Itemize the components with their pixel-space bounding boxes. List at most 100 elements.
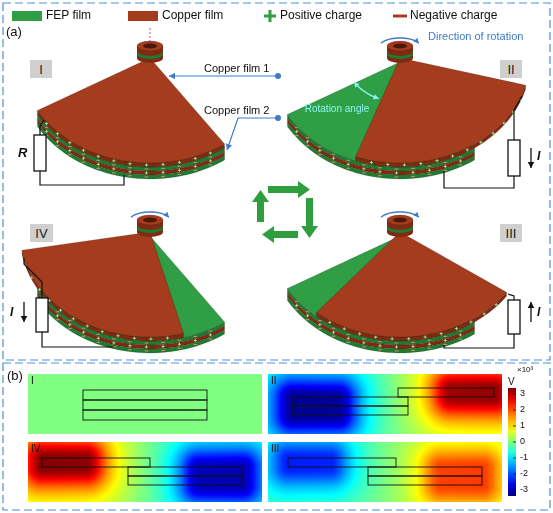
- negative-charge-mark: [378, 167, 382, 168]
- negative-charge-mark: [411, 350, 415, 351]
- teng-device: [34, 41, 225, 185]
- positive-charge-mark: [374, 336, 377, 339]
- negative-charge-mark: [306, 145, 310, 146]
- teng-device: [287, 38, 534, 188]
- negative-charge-mark: [362, 346, 366, 347]
- colorbar-tick: [513, 458, 516, 459]
- colorbar-tick: [513, 426, 516, 427]
- legend-label: Copper film: [162, 9, 223, 22]
- film-outline: [368, 476, 482, 485]
- positive-charge-mark: [145, 171, 148, 174]
- leader-lines: [169, 73, 281, 150]
- negative-charge-mark: [443, 336, 447, 337]
- tick-label: 2: [520, 405, 525, 414]
- rotation-arrow: [381, 38, 419, 43]
- positive-charge-mark: [112, 341, 115, 344]
- positive-charge-mark: [378, 344, 381, 347]
- film-outline: [83, 400, 207, 410]
- negative-charge-mark: [68, 320, 72, 321]
- film-top: [22, 232, 184, 337]
- rotation-arrowhead: [413, 38, 418, 44]
- angle-arrowhead: [373, 94, 379, 99]
- film-outline: [292, 406, 408, 415]
- legend-label: Negative charge: [410, 9, 497, 22]
- plot-label: II: [271, 376, 277, 387]
- negative-charge-mark: [128, 175, 132, 176]
- negative-charge-mark: [332, 328, 336, 329]
- positive-charge-mark: [128, 170, 131, 173]
- film-top: [37, 58, 224, 163]
- negative-charge-mark: [178, 174, 182, 175]
- negative-charge-mark: [209, 164, 213, 165]
- negative-charge-mark: [395, 176, 399, 177]
- hub-top: [387, 41, 413, 51]
- negative-charge-mark: [112, 164, 116, 165]
- positive-charge-mark: [166, 336, 169, 339]
- angle-arc: [354, 82, 378, 99]
- negative-charge-mark: [193, 170, 197, 171]
- positive-charge-mark: [194, 339, 197, 342]
- resistor-label: R: [18, 146, 27, 160]
- current-label: I: [537, 150, 540, 163]
- negative-charge-mark: [306, 311, 310, 312]
- panel-letter: (a): [6, 25, 22, 39]
- positive-charge-mark: [149, 337, 152, 340]
- resistor-symbol: [34, 135, 46, 171]
- legend-swatch: [128, 11, 158, 21]
- positive-charge-mark: [82, 331, 85, 334]
- panel-numeral: II: [507, 63, 514, 76]
- positive-charge-mark: [128, 162, 131, 165]
- positive-charge-mark: [178, 169, 181, 172]
- wire: [444, 334, 514, 348]
- film-outline: [128, 476, 242, 485]
- film-outline: [42, 458, 150, 467]
- hub-hole: [393, 217, 407, 222]
- wire: [24, 258, 42, 298]
- negative-charge-mark: [459, 330, 463, 331]
- positive-charge-mark: [370, 161, 373, 164]
- positive-charge-mark: [209, 151, 212, 154]
- positive-charge-mark: [435, 159, 438, 162]
- panel-numeral: IV: [35, 227, 47, 240]
- negative-charge-mark: [411, 176, 415, 177]
- negative-charge-mark: [295, 135, 299, 136]
- negative-charge-mark: [96, 160, 100, 161]
- negative-charge-mark: [112, 172, 116, 173]
- negative-charge-mark: [96, 334, 100, 335]
- wire: [42, 332, 114, 347]
- resistor-symbol: [508, 140, 520, 176]
- positive-charge-mark: [411, 171, 414, 174]
- scale-factor: ×10³: [517, 366, 533, 374]
- positive-charge-mark: [194, 165, 197, 168]
- positive-charge-mark: [178, 343, 181, 346]
- negative-charge-mark: [428, 348, 432, 349]
- positive-charge-mark: [362, 341, 365, 344]
- wire: [444, 171, 514, 188]
- negative-charge-mark: [68, 328, 72, 329]
- negative-charge-mark: [346, 334, 350, 335]
- legend-symbols: [264, 10, 407, 22]
- negative-charge-mark: [145, 168, 149, 169]
- negative-charge-mark: [82, 328, 86, 329]
- negative-charge-mark: [161, 342, 165, 343]
- hub-band: [387, 225, 413, 233]
- current-label: I: [10, 306, 13, 319]
- positive-charge-mark: [112, 159, 115, 162]
- tick-label: 0: [520, 437, 525, 446]
- negative-charge-mark: [318, 328, 322, 329]
- hub-hole: [143, 217, 157, 222]
- colorbar-tick: [513, 394, 516, 395]
- plot-outlines: [292, 388, 494, 415]
- plot-label: III: [271, 444, 279, 455]
- potential-map: [28, 374, 262, 434]
- potential-map: [28, 442, 262, 502]
- plot-outlines: [42, 458, 242, 485]
- negative-charge-mark: [318, 146, 322, 147]
- positive-charge-mark: [86, 324, 89, 327]
- positive-charge-mark: [97, 155, 100, 158]
- positive-charge-mark: [332, 157, 335, 160]
